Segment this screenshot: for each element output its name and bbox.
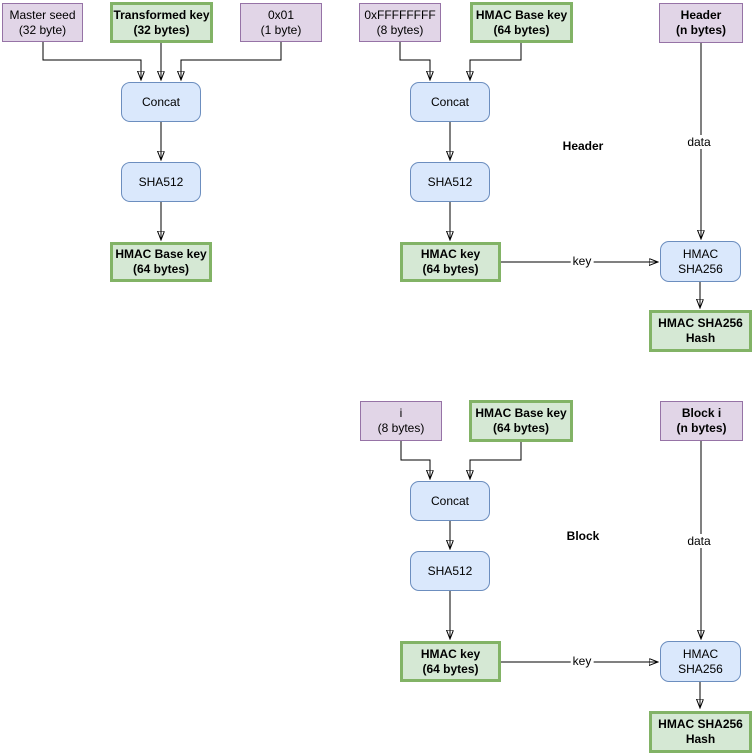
node-label-line: Header <box>680 8 722 22</box>
node-label-line: (64 bytes) <box>422 661 479 676</box>
node-label-line: HMAC <box>682 246 719 261</box>
node-label-line: Master seed <box>9 7 76 22</box>
node-label-line: SHA512 <box>427 174 473 189</box>
edge-label-data-header: data <box>685 135 713 149</box>
node-label-line: SHA256 <box>678 661 723 676</box>
node-label-line: (64 bytes) <box>492 421 550 435</box>
node-hmac-sha256-header: HMAC SHA256 <box>660 241 741 282</box>
node-label-line: HMAC key <box>420 247 481 261</box>
node-label-line: (n bytes) <box>676 421 727 435</box>
node-label-line: (n bytes) <box>675 23 726 37</box>
node-hmac-key-block: HMAC key (64 bytes) <box>400 641 501 682</box>
node-block-i: Block i (n bytes) <box>660 401 743 441</box>
edge-label-key-header: key <box>570 254 594 268</box>
node-label-line: Hash <box>685 331 716 345</box>
edge-hmac-base-key-to-concat-header <box>470 43 522 80</box>
node-label-line: 0xFFFFFFFF <box>364 7 436 22</box>
node-label-line: Concat <box>141 94 181 109</box>
node-label-line: Concat <box>430 94 470 109</box>
node-label-line: Transformed key <box>113 7 210 22</box>
node-label-line: i <box>399 406 403 420</box>
flow-label-header: Header <box>562 139 604 153</box>
node-label-line: HMAC Base key <box>475 406 567 420</box>
node-label-line: (1 byte) <box>260 22 302 37</box>
edge-0x01-to-concat <box>181 42 282 80</box>
edge-0xffffffff-to-concat <box>399 42 430 80</box>
node-concat-left: Concat <box>121 82 201 122</box>
node-hmac-sha256-hash-header: HMAC SHA256 Hash <box>649 310 752 352</box>
node-sha512-header: SHA512 <box>410 162 490 202</box>
node-hmac-sha256-block: HMAC SHA256 <box>660 641 741 682</box>
edge-label-key-block: key <box>570 654 594 668</box>
node-label-line: (64 bytes) <box>422 262 479 276</box>
node-label-line: SHA512 <box>138 174 184 189</box>
node-concat-header: Concat <box>410 82 490 122</box>
node-i: i (8 bytes) <box>360 401 442 441</box>
node-label-line: HMAC key <box>420 646 481 661</box>
node-hmac-key-header: HMAC key (64 bytes) <box>400 242 501 282</box>
node-label-line: (64 bytes) <box>493 22 550 37</box>
node-hmac-sha256-hash-block: HMAC SHA256 Hash <box>649 711 752 753</box>
node-0xffffffff: 0xFFFFFFFF (8 bytes) <box>359 3 441 42</box>
edge-hmac-base-key-to-concat-block <box>470 442 522 479</box>
node-label-line: HMAC Base key <box>115 247 207 261</box>
node-label-line: (64 bytes) <box>132 262 190 276</box>
node-header: Header (n bytes) <box>659 3 743 43</box>
node-label-line: HMAC <box>682 646 719 661</box>
node-concat-block: Concat <box>410 481 490 521</box>
node-label-line: (8 bytes) <box>376 22 424 37</box>
node-label-line: Concat <box>430 493 470 508</box>
node-label-line: (32 bytes) <box>133 22 190 37</box>
node-label-line: 0x01 <box>267 7 295 22</box>
node-hmac-base-key-input-block: HMAC Base key (64 bytes) <box>469 400 573 442</box>
node-label-line: SHA512 <box>427 563 473 578</box>
flow-label-block: Block <box>566 529 600 543</box>
edge-i-to-concat-block <box>400 441 430 479</box>
node-master-seed: Master seed (32 byte) <box>2 3 83 42</box>
node-label-line: SHA256 <box>678 261 723 276</box>
node-label-line: (32 byte) <box>18 22 67 37</box>
node-transformed-key: Transformed key (32 bytes) <box>110 2 213 43</box>
node-label-line: Hash <box>685 732 716 746</box>
node-label-line: HMAC SHA256 <box>658 316 743 330</box>
node-0x01: 0x01 (1 byte) <box>240 3 322 42</box>
node-sha512-left: SHA512 <box>121 162 201 202</box>
node-label-line: HMAC SHA256 <box>658 717 743 731</box>
edge-label-data-block: data <box>685 534 713 548</box>
node-label-line: (8 bytes) <box>377 421 425 435</box>
node-label-line: Block i <box>681 406 722 420</box>
node-hmac-base-key-input-header: HMAC Base key (64 bytes) <box>470 2 573 43</box>
node-hmac-base-key-output: HMAC Base key (64 bytes) <box>110 242 212 282</box>
edge-master-seed-to-concat <box>42 42 141 80</box>
node-sha512-block: SHA512 <box>410 551 490 591</box>
node-label-line: HMAC Base key <box>475 7 568 22</box>
